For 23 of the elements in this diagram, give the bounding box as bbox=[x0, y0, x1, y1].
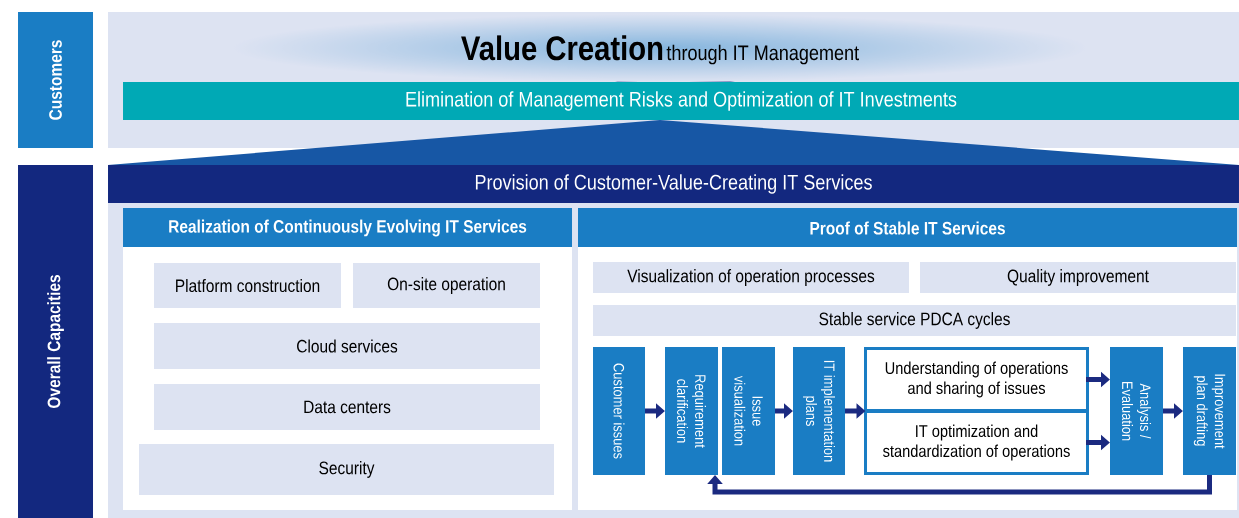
step-box: Issue visualization bbox=[722, 347, 775, 475]
service-box: Cloud services bbox=[154, 323, 540, 369]
banner: Elimination of Management Risks and Optimization of IT Investments bbox=[123, 82, 1239, 120]
step-box: IT optimization and standardization of operations bbox=[867, 413, 1086, 472]
service-box: Security bbox=[139, 444, 554, 495]
service-box: Data centers bbox=[154, 384, 540, 430]
service-box: Visualization of operation processes bbox=[593, 262, 909, 293]
step-box: Improvement plan drafting bbox=[1183, 347, 1236, 475]
step-box: Customer issues bbox=[593, 347, 645, 475]
step-box: Requirement clarification bbox=[665, 347, 718, 475]
node-label: Quality improvement bbox=[1007, 269, 1149, 286]
service-box: On-site operation bbox=[353, 263, 540, 308]
service-box: Platform construction bbox=[154, 263, 341, 308]
node-label: Stable service PDCA cycles bbox=[819, 312, 1010, 329]
service-box: Quality improvement bbox=[920, 262, 1236, 293]
side-label-bar: Overall Capacities bbox=[18, 165, 93, 518]
step-box: IT implementation plans bbox=[793, 347, 845, 475]
side-label-bar: Customers bbox=[18, 12, 93, 148]
banner: Provision of Customer-Value-Creating IT Services bbox=[108, 165, 1239, 203]
arrow bbox=[707, 475, 1212, 495]
service-box: Stable service PDCA cycles bbox=[593, 305, 1236, 336]
step-box: Understanding of operations and sharing of issues bbox=[867, 350, 1086, 409]
step-box: Analysis / Evaluation bbox=[1110, 347, 1163, 475]
